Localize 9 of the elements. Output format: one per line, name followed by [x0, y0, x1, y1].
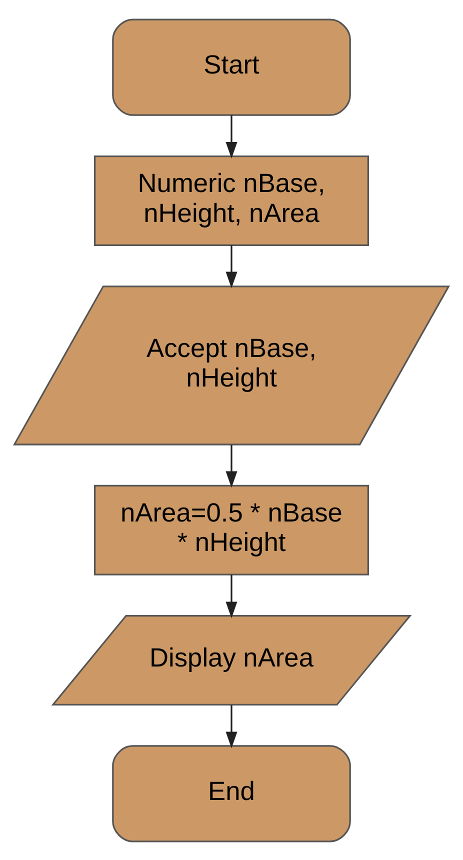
node-box: Start [112, 18, 351, 116]
arrow [226, 704, 238, 748]
arrow [226, 574, 238, 618]
arrow [226, 114, 238, 158]
arrow [226, 444, 238, 488]
arrow [226, 244, 238, 288]
node-box: End [112, 744, 351, 842]
node-box: Numeric nBase, nHeight, nArea [94, 154, 370, 246]
node-box: nArea=0.5 * nBase * nHeight [94, 484, 370, 575]
